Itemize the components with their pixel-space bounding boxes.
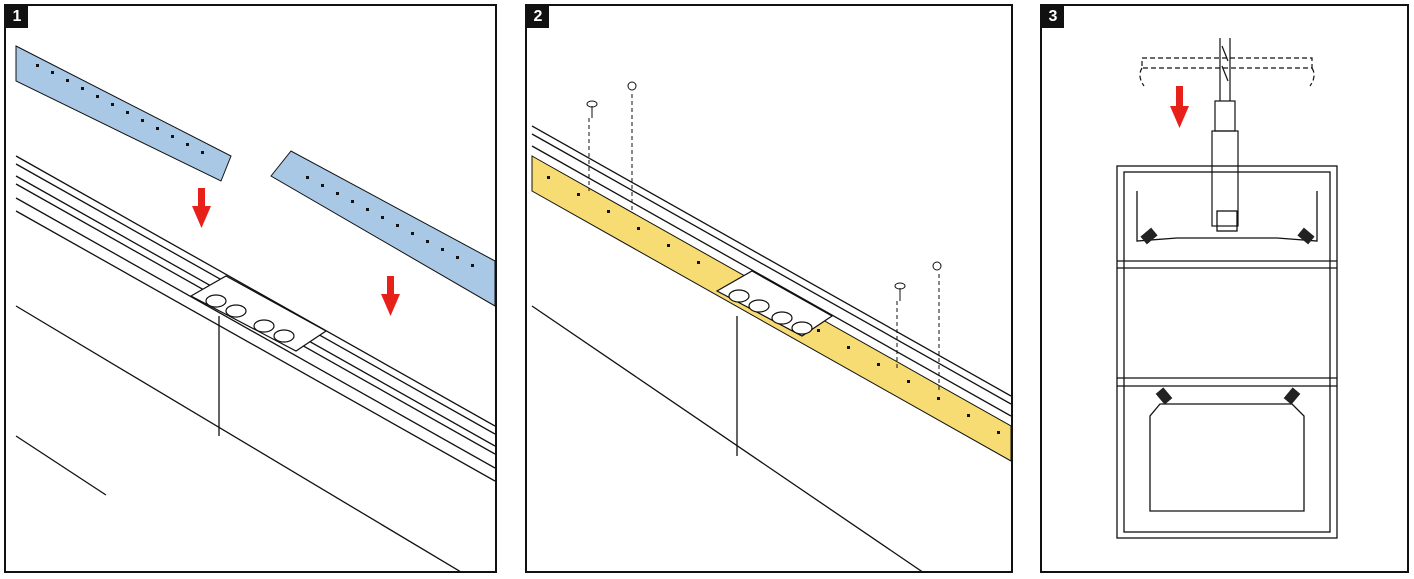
screw-icon [894, 282, 906, 371]
step-number-badge: 1 [6, 6, 28, 28]
screw-icon [586, 100, 598, 191]
step-number-badge: 3 [1042, 6, 1064, 28]
housing-profile [1116, 165, 1338, 539]
down-arrow-icon [381, 276, 400, 316]
screw-icon [627, 81, 637, 211]
step-2-illustration [531, 81, 1011, 571]
down-arrow-icon [192, 188, 211, 228]
ceiling-canopy [1139, 57, 1315, 87]
led-module-left [15, 45, 232, 182]
down-arrow-icon [1170, 86, 1189, 128]
step-1-panel: 1 [4, 4, 497, 573]
suspension-cable [1211, 38, 1239, 227]
connector-bracket [189, 275, 328, 352]
step-3-illustration [1116, 38, 1338, 539]
step-3-panel: 3 [1040, 4, 1409, 573]
step-2-panel: 2 [525, 4, 1013, 573]
grommet [1140, 227, 1315, 405]
screw-icon [932, 261, 942, 391]
step-number-badge: 2 [527, 6, 549, 28]
step-1-illustration [15, 45, 495, 571]
connector-bracket [715, 270, 834, 337]
led-module-right [270, 150, 495, 307]
